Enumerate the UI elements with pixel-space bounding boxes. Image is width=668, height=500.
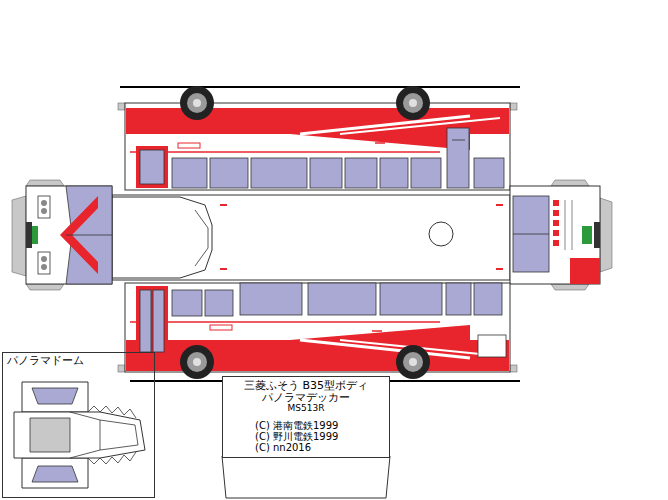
info-text: 三菱ふそう B35型ボディ [227,380,385,392]
cut-line [120,86,520,88]
info-box: 三菱ふそう B35型ボディパノラマデッカーMS513R(C) 港南電鉄1999(… [222,376,390,458]
rear-panel [510,180,612,290]
info-text: (C) nn2016 [227,442,385,453]
front-panel [12,180,112,290]
dome-parts [14,382,145,488]
info-text: (C) 港南電鉄1999 [227,420,385,431]
wheel [180,345,430,379]
glue-tab [222,456,390,498]
panel-heading: パノラマドーム [7,355,150,367]
info-text: パノラマデッカー [227,392,385,404]
wheel [180,86,430,120]
info-text: MS513R [227,404,385,414]
side-panel-bottom [118,283,517,372]
inset-panel: パノラマドーム [2,352,155,498]
side-panel-top [118,103,517,190]
roof-panel [112,195,510,280]
info-text: (C) 野川電鉄1999 [227,431,385,442]
